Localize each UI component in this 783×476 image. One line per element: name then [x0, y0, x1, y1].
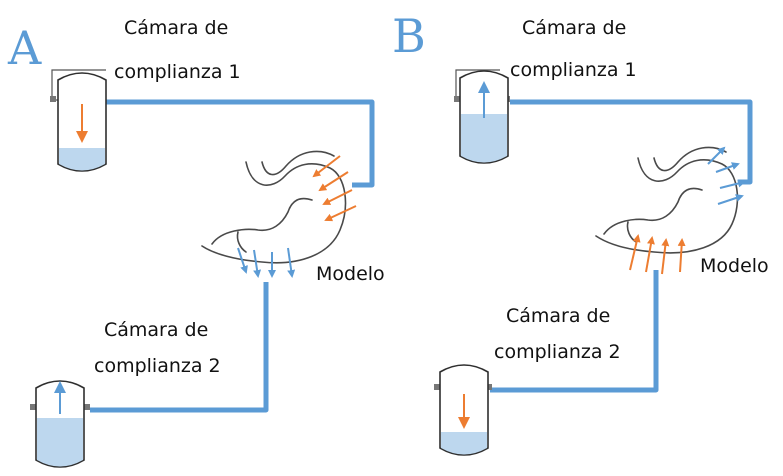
panel-b-orange-arrows: [629, 234, 686, 275]
panel-b: B: [392, 9, 769, 456]
panel-a-pipe-2: [90, 282, 269, 413]
panel-b-model-label: Modelo: [700, 255, 769, 277]
panel-a-pipe-1: [106, 99, 375, 188]
panel-a-chamber-1-label-line1: Cámara de: [124, 17, 228, 39]
panel-b-chamber-2-label-line2: complianza 2: [494, 341, 621, 363]
panel-a: A: [7, 17, 385, 468]
panel-b-chamber-1-label-line1: Cámara de: [522, 17, 626, 39]
panel-b-blue-arrows: [707, 146, 746, 205]
panel-b-chamber-2-label-line1: Cámara de: [506, 305, 610, 327]
panel-a-chamber-1-label-line2: complianza 1: [114, 61, 241, 83]
panel-a-stomach-model: [201, 150, 347, 264]
panel-a-orange-arrows: [312, 155, 357, 222]
panel-b-stomach-model: [595, 146, 739, 254]
panel-b-chamber-1-label-line2: complianza 1: [510, 59, 637, 81]
panel-a-model-label: Modelo: [316, 263, 385, 285]
panel-a-letter: A: [7, 21, 42, 75]
panel-b-letter: B: [392, 9, 426, 63]
panel-b-pipe-2: [490, 270, 659, 393]
panel-a-chamber-2-label-line1: Cámara de: [104, 319, 208, 341]
panel-b-chamber-2: [434, 364, 492, 456]
panel-b-chamber-1: [454, 69, 510, 164]
panel-a-blue-arrows: [237, 247, 296, 278]
panel-a-chamber-1: [50, 69, 107, 172]
panel-b-pipe-1: [510, 99, 753, 185]
panel-a-chamber-2-label-line2: complianza 2: [94, 355, 221, 377]
panel-a-chamber-2: [30, 380, 90, 468]
